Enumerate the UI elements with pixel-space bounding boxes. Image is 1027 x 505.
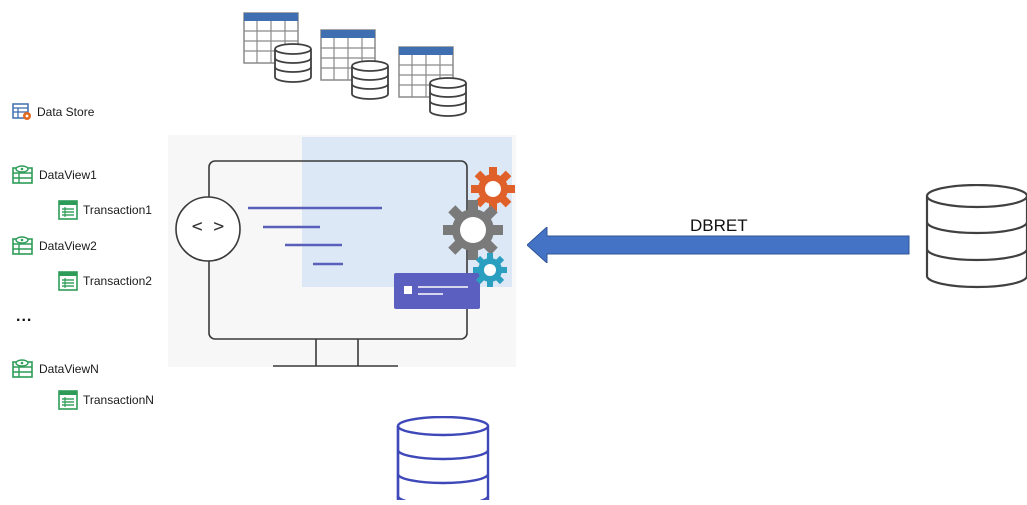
tree-item-label: Transaction1 [83, 203, 152, 217]
database-icon [925, 183, 1027, 290]
gear-icon [442, 199, 504, 261]
tree-item-transactionn: TransactionN [58, 390, 154, 410]
dataview-icon [12, 359, 34, 379]
code-icon: < > [175, 196, 241, 262]
table-database-icon [398, 46, 470, 118]
tree-item-dataview1: DataView1 [12, 165, 97, 185]
code-symbol: < > [191, 216, 225, 237]
table-database-icon [243, 12, 315, 84]
transaction-icon [58, 271, 78, 291]
dataview-icon [12, 236, 34, 256]
tree-item-label: DataView2 [39, 239, 97, 253]
gear-icon [472, 252, 508, 288]
tree-item-label: DataView1 [39, 168, 97, 182]
database-icon [396, 415, 490, 505]
tree-item-transaction1: Transaction1 [58, 200, 152, 220]
data-store-label: Data Store [37, 105, 95, 119]
dbret-arrow [526, 225, 911, 265]
card-icon [394, 273, 480, 309]
tree-ellipsis: ... [16, 308, 33, 325]
tree-item-label: DataViewN [39, 362, 99, 376]
data-store-item: Data Store [12, 103, 94, 121]
gear-icon [470, 166, 516, 212]
data-store-icon [12, 103, 32, 121]
transaction-icon [58, 390, 78, 410]
tree-item-dataviewn: DataViewN [12, 359, 99, 379]
tree-item-transaction2: Transaction2 [58, 271, 152, 291]
dbret-label: DBRET [690, 216, 748, 235]
tree-item-label: TransactionN [83, 393, 154, 407]
tree-item-label: Transaction2 [83, 274, 152, 288]
dataview-icon [12, 165, 34, 185]
transaction-icon [58, 200, 78, 220]
tree-item-dataview2: DataView2 [12, 236, 97, 256]
table-database-icon [320, 29, 392, 101]
